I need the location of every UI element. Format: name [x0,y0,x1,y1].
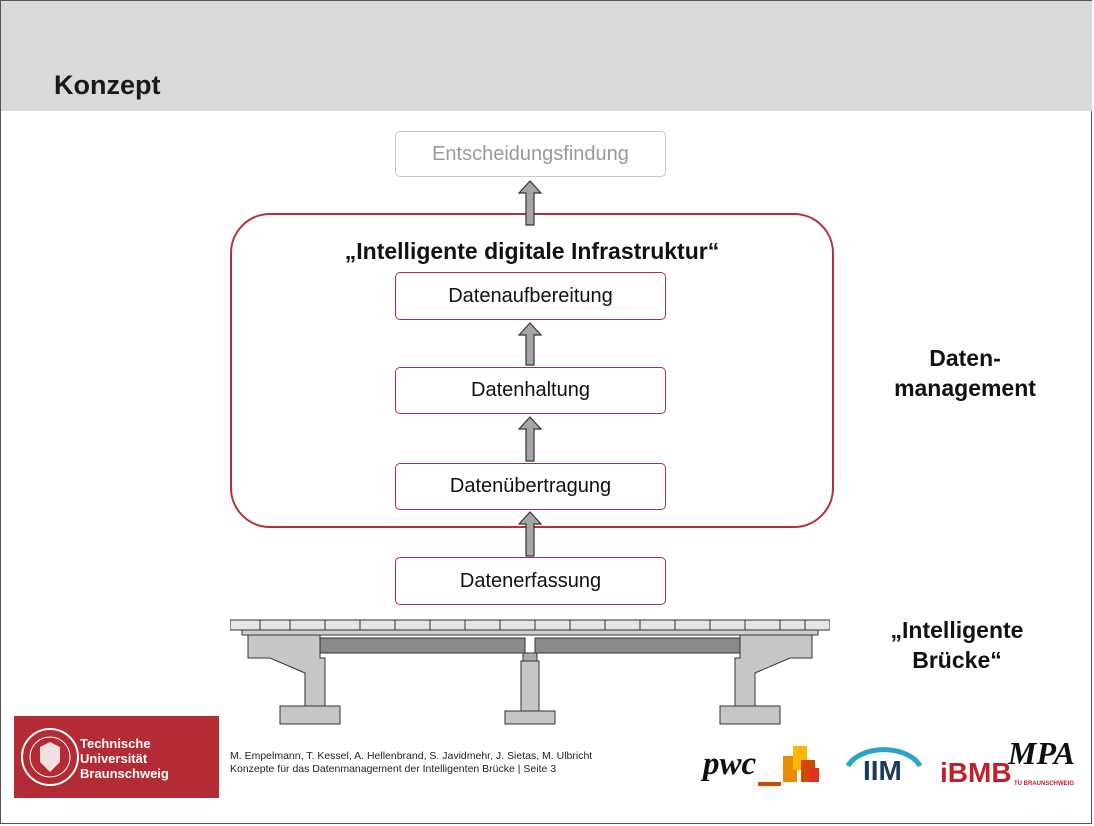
tu-name-line1: Technische [80,736,151,751]
decision-box: Entscheidungsfindung [395,131,666,177]
smart-bridge-line1: „Intelligente [890,617,1024,643]
tu-name-line3: Braunschweig [80,766,169,781]
transfer-box: Datenübertragung [395,463,666,510]
processing-box: Datenaufbereitung [395,272,666,320]
arrow-up-icon [518,511,542,557]
tu-seal-icon [21,728,79,786]
data-management-line1: Daten- [929,345,1001,371]
tu-name: Technische Universität Braunschweig [80,736,169,781]
pwc-underline [758,782,781,786]
storage-box: Datenhaltung [395,367,666,414]
acquisition-label: Datenerfassung [459,569,602,592]
storage-label: Datenhaltung [471,379,590,401]
footer-citation: M. Empelmann, T. Kessel, A. Hellenbrand,… [230,750,592,776]
ibmb-logo-text: iBMB [940,757,1012,788]
footer-authors: M. Empelmann, T. Kessel, A. Hellenbrand,… [230,750,593,762]
decision-label: Entscheidungsfindung [432,142,629,165]
data-management-label: Daten- management [870,343,1060,403]
mpa-sub-text: TU BRAUNSCHWEIG [1014,781,1074,787]
infrastructure-title: „Intelligente digitale Infrastruktur“ [344,238,720,264]
ibmb-mpa-logo: iBMB MPA TU BRAUNSCHWEIG [940,735,1080,793]
pwc-logo-text: pwc [703,746,757,782]
smart-bridge-label: „Intelligente Brücke“ [862,615,1052,675]
iim-logo-text: IIM [863,755,902,786]
mpa-logo-text: MPA [1008,735,1075,771]
acquisition-box: Datenerfassung [395,557,666,605]
pwc-logo: pwc [703,742,823,787]
iim-arc-icon [845,747,923,768]
slide-title: Konzept [54,70,161,100]
footer-subtitle: Konzepte für das Datenmanagement der Int… [230,763,557,775]
arrow-up-icon [518,180,542,226]
pwc-blocks-icon [783,746,819,782]
tu-braunschweig-logo: Technische Universität Braunschweig [14,716,219,798]
arrow-up-icon [518,416,542,462]
processing-label: Datenaufbereitung [448,284,613,307]
transfer-label: Datenübertragung [449,475,612,497]
iim-logo: IIM [843,738,925,790]
smart-bridge-line2: Brücke“ [912,647,1002,673]
arrow-up-icon [518,322,542,366]
header-bar [1,1,1092,111]
bridge-illustration [230,619,830,725]
tu-name-line2: Universität [80,751,148,766]
data-management-line2: management [894,375,1036,401]
